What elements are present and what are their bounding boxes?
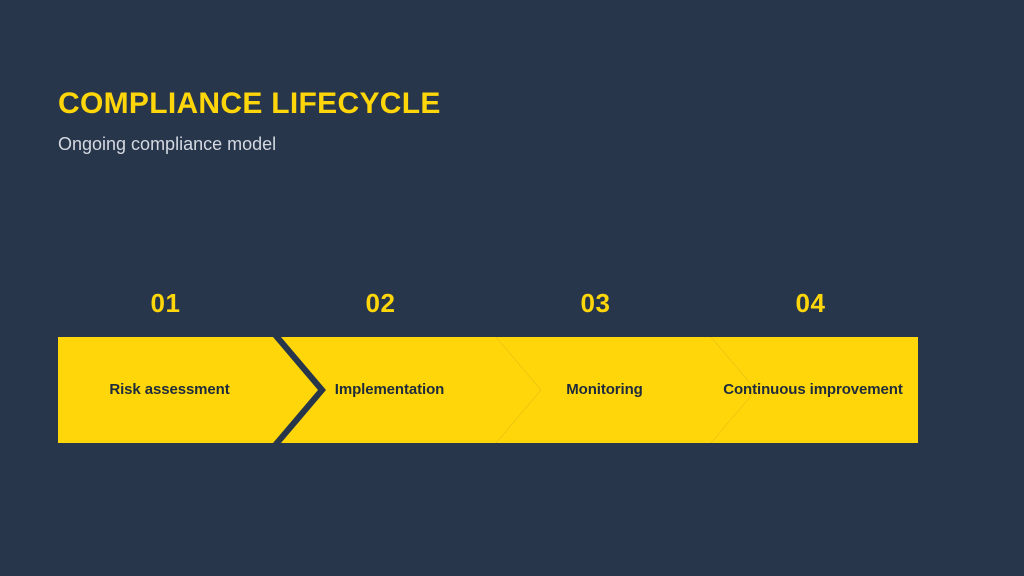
process-chevrons [58, 337, 918, 443]
page-subtitle: Ongoing compliance model [58, 133, 277, 154]
slide-header: COMPLIANCE LIFECYCLE Ongoing compliance … [58, 88, 958, 155]
step-numbers-row: 01 02 03 04 [58, 286, 918, 322]
chevron-step-4[interactable] [711, 337, 918, 443]
chevron-step-3[interactable] [496, 337, 756, 443]
chevron-step-2[interactable] [281, 337, 541, 443]
step-number-3: 03 [580, 288, 611, 318]
step-number-4: 04 [795, 288, 826, 318]
chevron-step-1[interactable] [58, 337, 318, 443]
step-number-1: 01 [150, 288, 181, 318]
page-title: COMPLIANCE LIFECYCLE [58, 87, 441, 120]
step-number-2: 02 [365, 288, 396, 318]
process-flow [58, 337, 918, 443]
